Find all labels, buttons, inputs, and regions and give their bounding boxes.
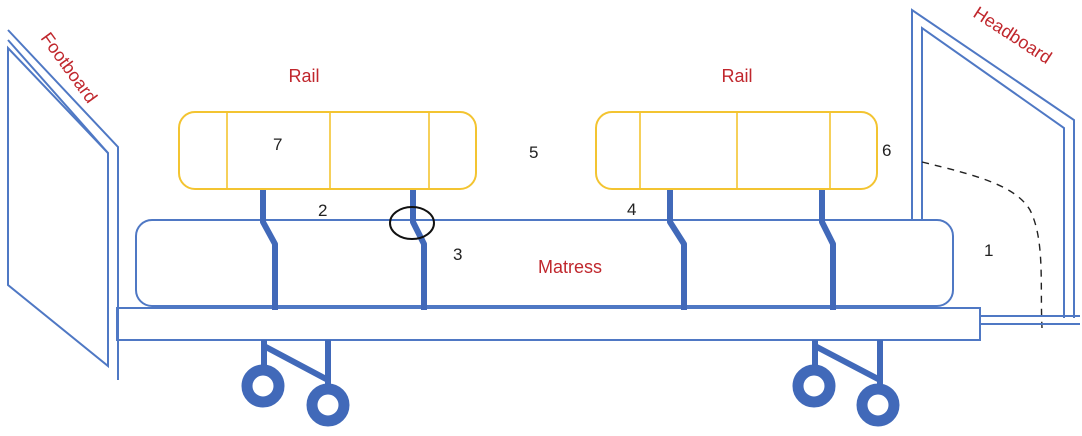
caster-right xyxy=(792,340,900,427)
rail-post xyxy=(667,186,687,310)
dashed-cord xyxy=(921,161,1043,329)
marker-7: 7 xyxy=(273,135,282,154)
caster-left xyxy=(241,340,350,427)
rail-post xyxy=(260,190,278,310)
rail-posts xyxy=(260,186,836,310)
rail-left-label: Rail xyxy=(288,66,319,86)
mattress-label: Matress xyxy=(538,257,602,277)
rail-left xyxy=(178,111,477,190)
marker-1: 1 xyxy=(984,241,993,260)
marker-4: 4 xyxy=(627,200,636,219)
rail-right-label: Rail xyxy=(721,66,752,86)
marker-2: 2 xyxy=(318,201,327,220)
mattress xyxy=(135,219,954,307)
rail-post xyxy=(410,190,427,310)
bed-frame xyxy=(116,307,1080,341)
gap-highlight-ellipse xyxy=(389,206,435,240)
rail-right xyxy=(595,111,878,190)
headboard xyxy=(911,8,1075,318)
footboard xyxy=(7,29,119,380)
marker-6: 6 xyxy=(882,141,891,160)
marker-3: 3 xyxy=(453,245,462,264)
marker-5: 5 xyxy=(529,143,538,162)
rail-post xyxy=(819,190,836,310)
